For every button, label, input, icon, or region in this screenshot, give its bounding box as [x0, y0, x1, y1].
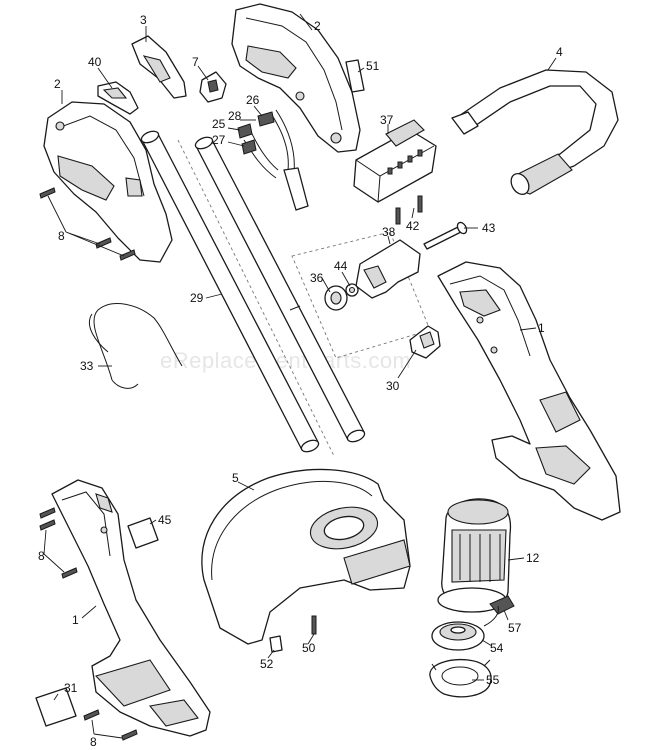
callout-44: 44 [334, 259, 348, 273]
callout-37: 37 [380, 113, 394, 127]
part-8-screws-bottom [83, 709, 138, 741]
part-38-clamp [355, 239, 421, 299]
part-54-spool [431, 605, 499, 651]
part-31-label [35, 687, 77, 727]
watermark: eReplacementParts.com [160, 348, 411, 373]
part-8-screws-mid [39, 507, 78, 579]
callout-57: 57 [508, 621, 522, 635]
callout-40: 40 [88, 55, 102, 69]
callout-38: 38 [382, 225, 396, 239]
callout-55: 55 [486, 673, 500, 687]
callout-7: 7 [192, 55, 199, 69]
callout-42: 42 [406, 219, 420, 233]
part-55-spool-cap [429, 658, 492, 698]
part-43-bolt [423, 221, 468, 250]
callout-26: 26 [246, 93, 260, 107]
part-44-nut [345, 283, 359, 297]
part-1-housing-left [51, 479, 211, 737]
callout-8-top: 8 [58, 229, 65, 243]
callout-28: 28 [228, 109, 242, 123]
part-2-housing-left [43, 101, 173, 263]
callout-8-bottom: 8 [90, 735, 97, 749]
callout-5: 5 [232, 471, 239, 485]
part-29-tube [140, 130, 366, 453]
callout-12: 12 [526, 551, 540, 565]
part-7-switch [199, 71, 227, 103]
part-12-motor [437, 498, 512, 613]
callout-43: 43 [482, 221, 496, 235]
part-4-aux-handle [451, 69, 619, 195]
callout-25: 25 [212, 117, 226, 131]
part-5-guard [201, 468, 411, 645]
part-27-terminal [241, 139, 257, 155]
part-50-screw [311, 615, 317, 635]
callout-2-left: 2 [54, 77, 61, 91]
callout-1-left: 1 [72, 613, 79, 627]
callout-3: 3 [140, 13, 147, 27]
leader-lines [43, 13, 557, 739]
part-37-switch-box [353, 119, 437, 203]
callout-50: 50 [302, 641, 316, 655]
part-1-housing-right [437, 261, 621, 521]
part-51-label [345, 59, 365, 93]
part-33-wire-guard [88, 303, 183, 389]
part-42-screws [395, 195, 423, 225]
part-45-label [127, 517, 159, 549]
callout-1-right: 1 [538, 321, 545, 335]
part-3-trigger [131, 35, 187, 99]
callout-8-mid: 8 [38, 549, 45, 563]
callout-29: 29 [190, 291, 204, 305]
part-52-clip [269, 635, 283, 653]
part-36-knob [324, 285, 348, 311]
callout-30: 30 [386, 379, 400, 393]
part-25-terminal [237, 123, 253, 139]
callout-33: 33 [80, 359, 94, 373]
guide-line-tube [177, 139, 335, 457]
callout-2-top: 2 [314, 19, 321, 33]
part-40-switch-clip [97, 81, 139, 115]
callout-54: 54 [490, 641, 504, 655]
callout-45: 45 [158, 513, 172, 527]
callout-4: 4 [556, 45, 563, 59]
part-57-connector [489, 595, 515, 615]
part-30-lock [409, 325, 441, 359]
part-26-wire-assembly [243, 109, 309, 211]
callout-52: 52 [260, 657, 274, 671]
callout-51: 51 [366, 59, 380, 73]
callout-27: 27 [212, 133, 226, 147]
callout-36: 36 [310, 271, 324, 285]
callout-31: 31 [64, 681, 78, 695]
callout-labels: 3 2 40 7 51 4 2 26 28 25 27 37 42 43 8 3… [38, 13, 563, 749]
